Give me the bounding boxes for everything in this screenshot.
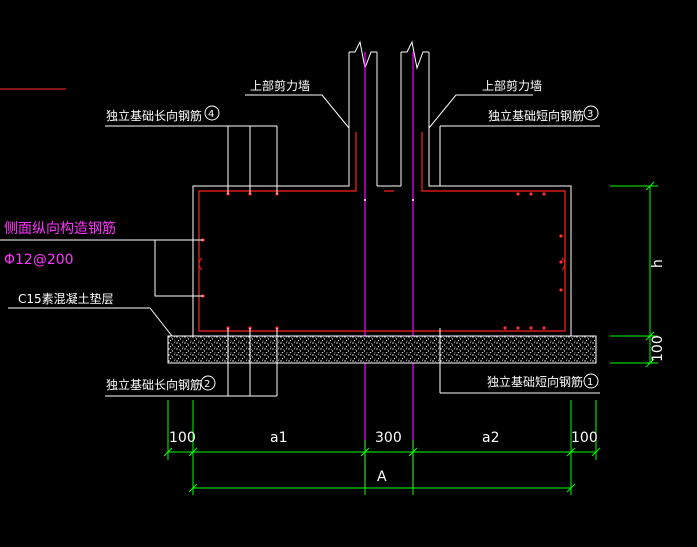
side-rebar-hooks [198, 257, 566, 271]
upper-wall [348, 40, 430, 187]
dim-a1: a1 [270, 430, 288, 446]
short-rebar-bottom-num: 1 [587, 377, 593, 388]
long-rebar-top-label: 独立基础长向钢筋 [106, 108, 202, 123]
dim-left-offset: 100 [169, 430, 196, 446]
short-rebar-top-label: 独立基础短向钢筋 [488, 108, 584, 123]
side-rebar-label: 侧面纵向构造钢筋 [4, 220, 116, 237]
dimension-lines [163, 181, 658, 495]
dim-total: A [377, 469, 387, 485]
long-rebar-bottom-label: 独立基础长向钢筋 [106, 377, 202, 392]
rebar-dots [201, 192, 563, 330]
short-rebar-top-num: 3 [587, 109, 593, 120]
upper-wall-left-label: 上部剪力墙 [250, 78, 310, 93]
rebar-cage [198, 132, 566, 332]
center-marks [364, 199, 414, 201]
leader-lines [0, 94, 600, 397]
upper-wall-right-label: 上部剪力墙 [482, 78, 542, 93]
dim-a2: a2 [482, 430, 500, 446]
callout-circles [200, 105, 599, 391]
wall-axis-lines [364, 52, 414, 488]
short-rebar-bottom-label: 独立基础短向钢筋 [487, 374, 583, 389]
concrete-cushion [167, 335, 597, 364]
long-rebar-top-num: 4 [208, 109, 214, 120]
cushion-label: C15素混凝土垫层 [18, 291, 114, 306]
side-rebar-spec: Φ12@200 [4, 252, 74, 268]
dim-cushion-thickness: 100 [650, 335, 666, 362]
long-rebar-bottom-num: 2 [204, 379, 210, 390]
dim-wall: 300 [375, 430, 402, 446]
dim-right-offset: 100 [571, 430, 598, 446]
dim-height: h [650, 259, 666, 268]
